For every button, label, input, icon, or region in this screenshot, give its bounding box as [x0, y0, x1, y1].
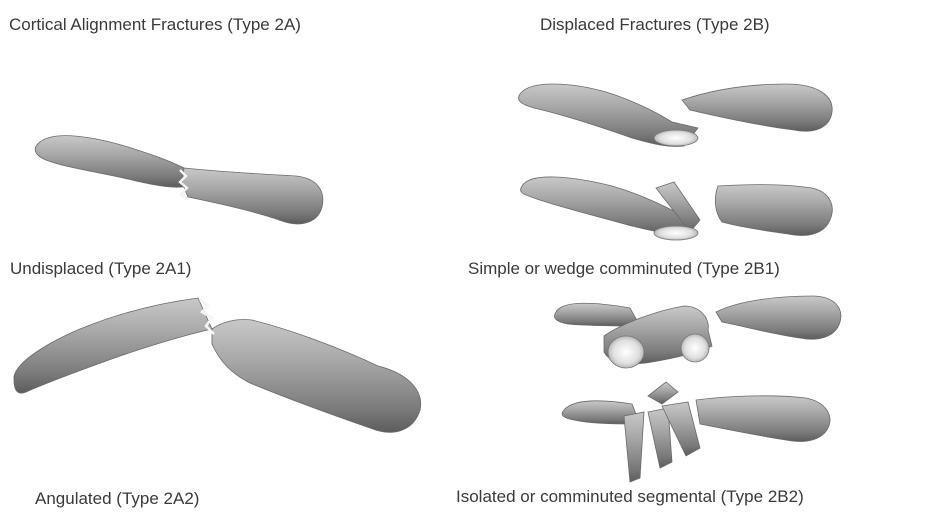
bone-wedge-comminuted	[521, 177, 833, 240]
bone-angulated-proximal	[14, 298, 212, 393]
bone-comminuted-fragment-1	[624, 412, 644, 482]
bone-undisplaced	[35, 136, 323, 224]
bone-comminuted-distal	[696, 396, 830, 442]
bone-segmental-lower	[562, 382, 830, 482]
label-wedge-comminuted: Simple or wedge comminuted (Type 2B1)	[468, 260, 780, 277]
heading-cortical-alignment: Cortical Alignment Fractures (Type 2A)	[9, 16, 301, 33]
bone-angulated	[14, 298, 421, 432]
bone-segmental-proximal	[555, 303, 641, 326]
label-segmental: Isolated or comminuted segmental (Type 2…	[456, 488, 804, 505]
bone-segmental-marrow-left	[608, 336, 644, 368]
bone-wedge-distal	[715, 185, 832, 236]
bone-segmental-distal	[716, 296, 841, 339]
bone-undisplaced-proximal	[35, 136, 188, 188]
bone-displaced-distal	[682, 84, 832, 131]
heading-displaced: Displaced Fractures (Type 2B)	[540, 16, 770, 33]
bone-segmental-marrow-right	[681, 334, 709, 362]
bone-undisplaced-distal	[182, 168, 323, 224]
bone-displaced	[519, 84, 833, 147]
label-undisplaced: Undisplaced (Type 2A1)	[10, 260, 191, 277]
label-angulated: Angulated (Type 2A2)	[35, 490, 199, 507]
bone-comminuted-fragment-4	[648, 382, 678, 404]
bone-angulated-distal	[212, 319, 421, 432]
bone-wedge-marrow	[654, 226, 698, 240]
bone-displaced-marrow	[654, 130, 698, 146]
bone-segmental-upper	[555, 296, 841, 368]
